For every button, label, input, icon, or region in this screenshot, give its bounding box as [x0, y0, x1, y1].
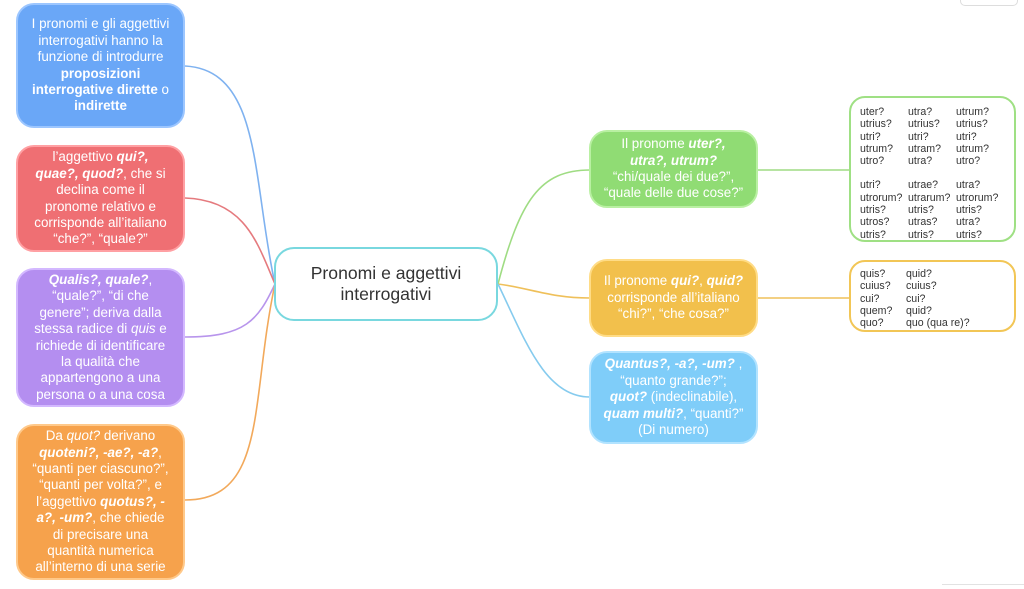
node-text-fragment: “chi/quale dei due?”, “quale delle due c…	[603, 169, 744, 201]
node-qualis[interactable]: Qualis?, quale?, “quale?”, “di che gener…	[16, 268, 185, 407]
table-cell: utrum?	[860, 142, 893, 155]
table-cell: utri?	[860, 130, 881, 143]
table-cell: cui?	[906, 292, 926, 305]
node-text-fragment: e richiede di identificare la qualità ch…	[35, 321, 167, 402]
table-cell: utrius?	[908, 118, 940, 131]
node-text-fragment: derivano	[100, 428, 156, 444]
node-text-fragment: Quantus?, -a?, -um?	[604, 356, 735, 372]
uter-plural-grid: utri?utrae?utra?utrorum?utrarum?utrorum?…	[860, 179, 1006, 240]
table-cell: utra?	[956, 216, 981, 229]
link-green	[497, 169, 591, 285]
node-text-fragment: o	[157, 81, 169, 97]
node-text-fragment: qui?	[670, 273, 700, 289]
table-cell: utris?	[908, 204, 934, 217]
table-cell: utrorum?	[956, 191, 999, 204]
table-cell: utro?	[956, 155, 981, 168]
node-text-fragment: ,	[699, 273, 707, 289]
table-cell: utrius?	[860, 118, 892, 131]
node-quot-derivatives[interactable]: Da quot? derivano quoteni?, -ae?, -a?, “…	[16, 424, 185, 580]
node-text-fragment: quot?	[66, 428, 101, 444]
node-text-fragment: corrisponde all’italiano “chi?”, “che co…	[607, 289, 740, 322]
link-orange	[184, 283, 276, 501]
link-gold	[497, 283, 591, 299]
table-cell: cui?	[860, 292, 880, 305]
node-text-fragment: Il pronome	[621, 136, 689, 152]
table-cell: utrius?	[956, 118, 988, 131]
node-text-fragment: (indeclinabile),	[647, 389, 738, 405]
table-cell: utra?	[956, 179, 981, 192]
node-text-fragment: quid?	[706, 273, 744, 289]
node-text-fragment: Qualis?, quale?	[48, 271, 149, 287]
table-cell: utris?	[956, 204, 982, 217]
table-cell: quid?	[906, 268, 932, 280]
scroll-edge	[942, 584, 1024, 585]
table-cell: utris?	[956, 228, 982, 241]
node-text-fragment: , che si declina come il pronome relativ…	[34, 165, 167, 247]
uter-declension-table[interactable]: uter?utra?utrum?utrius?utrius?utrius?utr…	[849, 96, 1016, 242]
node-uter[interactable]: Il pronome uter?, utra?, utrum? “chi/qua…	[589, 130, 758, 208]
table-cell: quis?	[860, 268, 886, 280]
table-cell: utri?	[860, 179, 881, 192]
table-cell: utris?	[860, 228, 886, 241]
table-cell: utrum?	[956, 142, 989, 155]
central-topic-label: Pronomi e aggettivi interrogativi	[310, 263, 462, 304]
central-topic[interactable]: Pronomi e aggettivi interrogativi	[274, 247, 498, 321]
node-quantus[interactable]: Quantus?, -a?, -um? , “quanto grande?”; …	[589, 351, 758, 444]
table-cell: utris?	[908, 228, 934, 241]
table-cell: uter?	[860, 106, 885, 118]
node-text-fragment: quotus?, -a?, -um?	[36, 493, 165, 526]
node-text-fragment: qui?, quae?, quod?	[35, 149, 149, 181]
node-text-fragment: , che chiede di precisare una quantità n…	[35, 510, 166, 575]
quis-declension-table[interactable]: quis?quid?cuius?cuius?cui?cui?quem?quid?…	[849, 260, 1016, 332]
node-text-fragment: uter?, utra?, utrum?	[629, 136, 726, 168]
node-text-fragment: quoteni?, -ae?, -a?	[39, 444, 159, 460]
table-cell: utras?	[908, 216, 938, 229]
node-quis-quid[interactable]: Il pronome qui?, quid? corrisponde all’i…	[589, 259, 758, 337]
table-cell: utri?	[908, 130, 929, 143]
node-text-fragment: , “quanto grande?”;	[620, 356, 743, 388]
node-text-fragment: indirette	[74, 98, 127, 114]
table-cell: utros?	[860, 216, 890, 229]
table-cell: utrum?	[956, 106, 989, 118]
quis-grid: quis?quid?cuius?cuius?cui?cui?quem?quid?…	[860, 268, 1006, 329]
node-text-fragment: proposizioni interrogative dirette	[32, 65, 158, 97]
link-blue	[184, 65, 276, 285]
node-text-fragment: Il pronome	[603, 273, 671, 289]
table-cell: utra?	[908, 106, 933, 118]
table-cell: quem?	[860, 304, 893, 317]
node-text-fragment: , “quale?”, “di che genere”; deriva dall…	[34, 271, 162, 337]
table-cell: utro?	[860, 155, 885, 168]
node-text-fragment: quot?	[609, 389, 648, 405]
table-cell: utrarum?	[908, 191, 951, 204]
node-text-fragment: quis	[131, 321, 156, 337]
table-cell: quid?	[906, 304, 932, 317]
node-text-fragment: I pronomi e gli aggettivi interrogativi …	[31, 16, 170, 65]
link-purple	[184, 283, 276, 338]
table-cell: cuius?	[906, 280, 937, 293]
table-cell: utrorum?	[860, 191, 903, 204]
table-cell: quo?	[860, 317, 884, 330]
uter-singular-grid: uter?utra?utrum?utrius?utrius?utrius?utr…	[860, 106, 1006, 167]
table-cell: utrae?	[908, 179, 939, 192]
node-adjective-qui[interactable]: l’aggettivo qui?, quae?, quod?, che si d…	[16, 145, 185, 252]
node-text-fragment: , “quanti?” (Di numero)	[638, 405, 744, 438]
node-interrogative-function[interactable]: I pronomi e gli aggettivi interrogativi …	[16, 3, 185, 128]
table-cell: quo (qua re)?	[906, 317, 970, 330]
window-corner-tab	[960, 0, 1018, 6]
table-cell: utri?	[956, 130, 977, 143]
node-text-fragment: Da	[45, 428, 67, 444]
link-red	[184, 197, 276, 285]
link-sky	[497, 283, 591, 398]
table-cell: utra?	[908, 155, 933, 168]
node-text-fragment: quam multi?	[603, 405, 684, 421]
table-cell: utris?	[860, 204, 886, 217]
node-text-fragment: l’aggettivo	[52, 149, 117, 165]
table-cell: cuius?	[860, 280, 891, 293]
node-text-fragment: , “quanti per ciascuno?”, “quanti per vo…	[32, 444, 169, 509]
table-cell: utram?	[908, 142, 941, 155]
